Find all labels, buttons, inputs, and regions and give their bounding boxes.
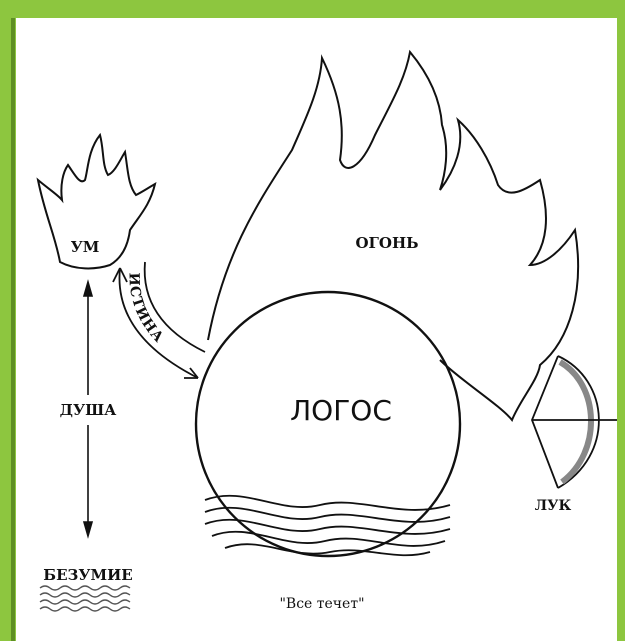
label-vse-techet: "Все течет" [279,596,364,612]
label-um: УМ [71,238,100,256]
label-ogon: ОГОНЬ [355,234,418,252]
label-luk: ЛУК [535,498,572,514]
bezumie-waves [40,586,130,611]
label-logos: ЛОГОС [290,394,392,427]
label-bezumie: БЕЗУМИЕ [43,566,132,584]
label-dusha: ДУША [60,401,118,419]
bow [532,356,617,488]
